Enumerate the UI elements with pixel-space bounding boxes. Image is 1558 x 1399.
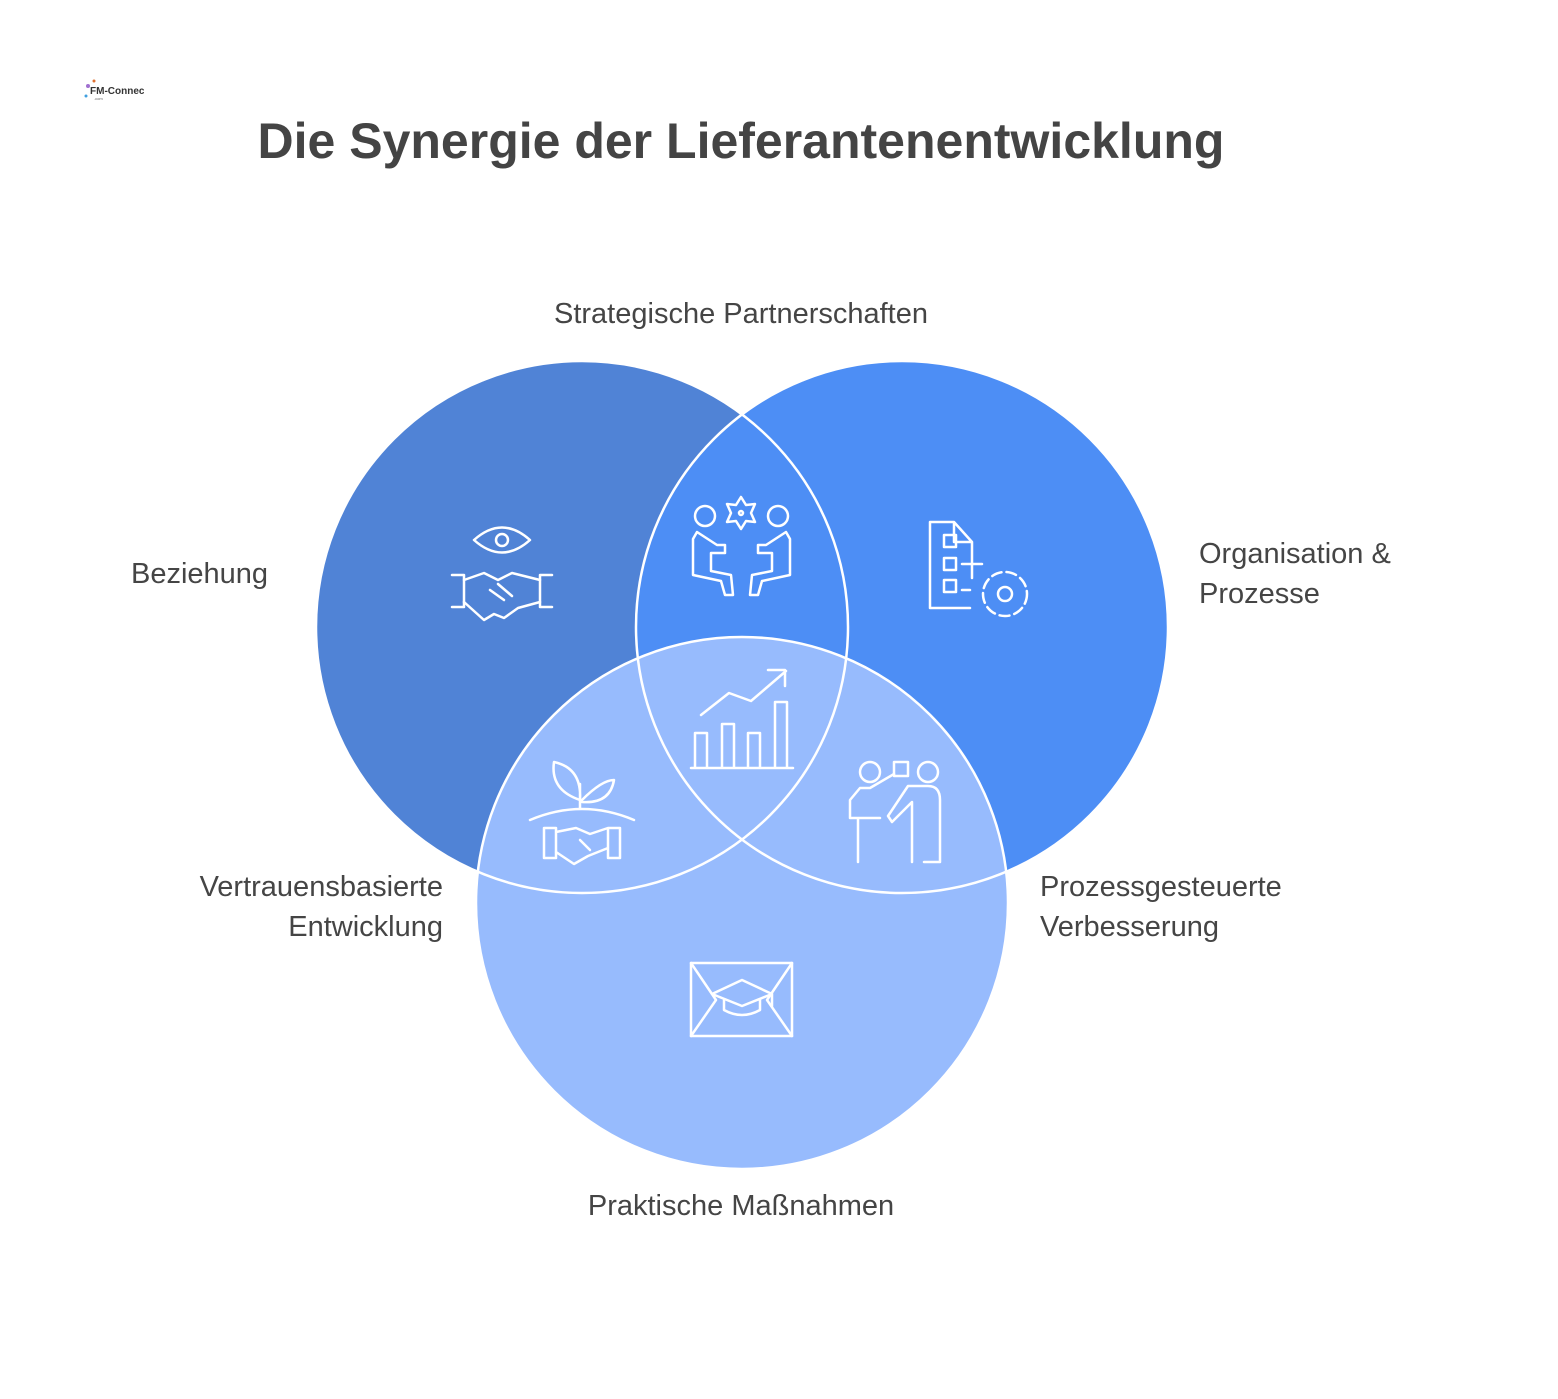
label-prozessgesteuerte-verbesserung: Prozessgesteuerte Verbesserung — [1040, 867, 1282, 947]
label-line: Prozesse — [1199, 578, 1320, 610]
graduation-cap-icon — [689, 961, 794, 1038]
growth-chart-icon — [689, 668, 795, 770]
handshake-eye-icon — [450, 526, 554, 622]
label-organisation-prozesse: Organisation & Prozesse — [1199, 534, 1391, 614]
label-line: Organisation & — [1199, 538, 1391, 570]
document-gear-icon — [928, 520, 1029, 618]
circle-outlines — [314, 359, 1170, 1171]
label-vertrauensbasierte-entwicklung: Vertrauensbasierte Entwicklung — [200, 867, 443, 947]
svg-text:FM-Connect: FM-Connect — [90, 86, 144, 97]
label-praktische-massnahmen: Praktische Maßnahmen — [587, 1190, 895, 1222]
plant-handshake-icon — [528, 760, 636, 866]
label-line: Entwicklung — [288, 911, 443, 943]
circle-massnahmen — [476, 637, 1008, 1169]
label-line: Prozessgesteuerte — [1040, 871, 1282, 903]
label-line: Vertrauensbasierte — [199, 871, 443, 903]
label-strategische-partnerschaften: Strategische Partnerschaften — [554, 298, 928, 330]
people-collaboration-icon — [691, 495, 792, 597]
label-line: Verbesserung — [1040, 911, 1219, 943]
label-beziehung: Beziehung — [131, 558, 269, 590]
logo: FM-Connect .com — [80, 76, 148, 111]
page-title: Die Synergie der Lieferantenentwicklung — [257, 113, 1225, 169]
presenter-icon — [848, 760, 942, 864]
svg-text:.com: .com — [94, 96, 103, 101]
